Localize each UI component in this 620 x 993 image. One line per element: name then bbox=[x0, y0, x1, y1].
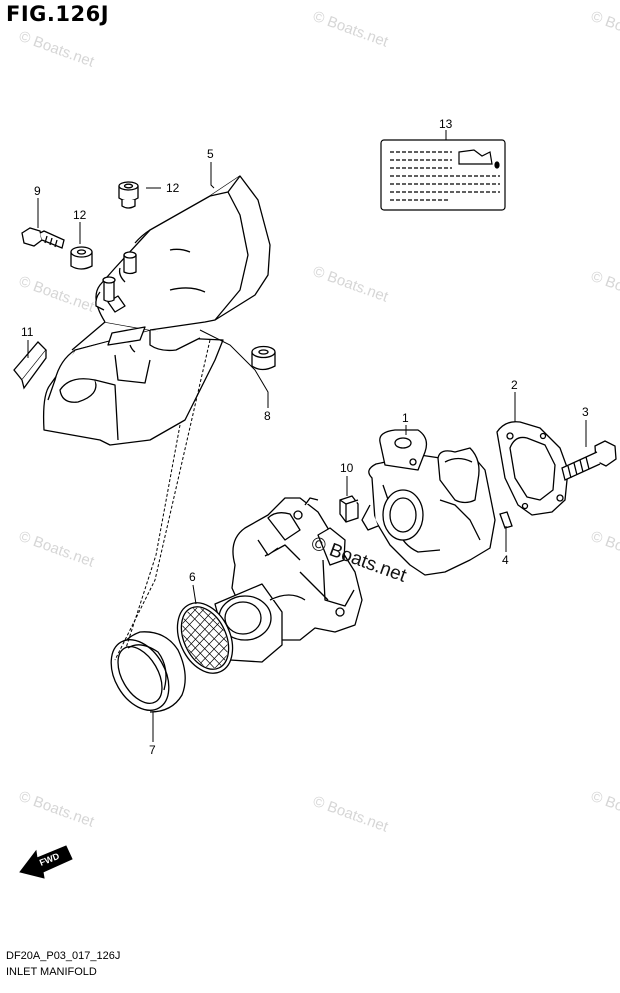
part-grommet-top bbox=[118, 181, 139, 209]
callout-10: 10 bbox=[340, 461, 354, 475]
part-label-strip bbox=[13, 341, 47, 390]
callout-12b: 12 bbox=[73, 208, 87, 222]
callout-8: 8 bbox=[264, 409, 271, 423]
figure-name: INLET MANIFOLD bbox=[6, 966, 97, 978]
callout-7: 7 bbox=[149, 743, 156, 757]
part-silencer-case bbox=[42, 175, 271, 446]
part-grommet-8 bbox=[251, 345, 276, 371]
part-hose-ring bbox=[110, 631, 186, 713]
watermark: © Boats.net bbox=[311, 793, 391, 836]
callout-2: 2 bbox=[511, 378, 518, 392]
callout-4: 4 bbox=[502, 553, 509, 567]
part-grommet-left bbox=[70, 246, 93, 270]
watermark: © Boats.net bbox=[311, 263, 391, 306]
callout-5: 5 bbox=[207, 147, 214, 161]
watermark: © Boats.net bbox=[589, 528, 620, 571]
leader-lines bbox=[27, 130, 587, 742]
part-inlet-manifold bbox=[361, 429, 496, 576]
part-nut bbox=[339, 495, 359, 523]
callout-6: 6 bbox=[189, 570, 196, 584]
watermark: © Boats.net bbox=[17, 788, 97, 831]
part-bolt-9 bbox=[21, 227, 65, 249]
watermark: © Boats.net bbox=[17, 273, 97, 316]
callout-9: 9 bbox=[34, 184, 41, 198]
watermark: © Boats.net bbox=[589, 268, 620, 311]
watermark: © Boats.net bbox=[589, 788, 620, 831]
part-gasket bbox=[496, 421, 569, 516]
part-bolt-3 bbox=[561, 440, 617, 481]
fwd-arrow: FWD bbox=[19, 845, 73, 879]
part-caution-label bbox=[380, 139, 506, 211]
watermark: © Boats.net bbox=[17, 28, 97, 71]
callout-3: 3 bbox=[582, 405, 589, 419]
watermark: © Boats.net bbox=[311, 8, 391, 51]
part-dowel-pin bbox=[499, 511, 513, 529]
callout-11: 11 bbox=[21, 325, 34, 339]
figure-title: FIG.126J bbox=[6, 2, 110, 26]
callout-12a: 12 bbox=[166, 181, 180, 195]
callout-1: 1 bbox=[402, 411, 409, 425]
watermark: © Boats.net bbox=[589, 8, 620, 51]
figure-code: DF20A_P03_017_126J bbox=[6, 950, 121, 962]
callout-13: 13 bbox=[439, 117, 453, 131]
part-throttle-body bbox=[214, 497, 363, 663]
callout-labels: 1 2 3 4 5 6 7 8 9 10 11 12 12 13 bbox=[21, 117, 589, 757]
watermark: © Boats.net bbox=[17, 528, 97, 571]
